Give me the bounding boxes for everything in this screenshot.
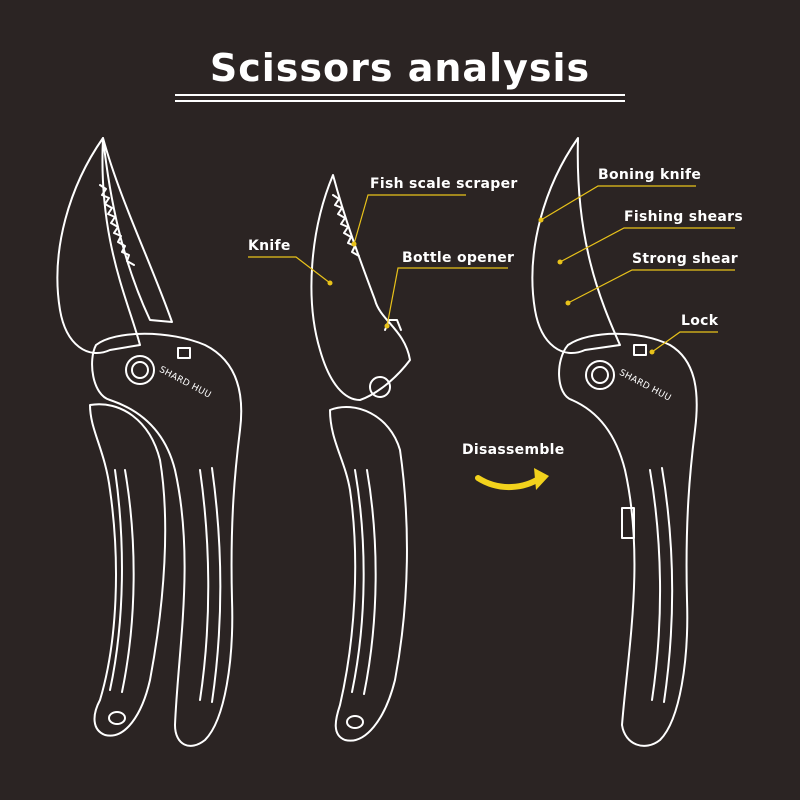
dot-boning-knife xyxy=(538,217,544,223)
page-title: Scissors analysis xyxy=(209,46,591,90)
middle-blade xyxy=(310,174,411,401)
label-fish-scale-scraper: Fish scale scraper xyxy=(370,176,518,192)
callout-knife xyxy=(248,256,331,284)
right-handle-groove-2 xyxy=(661,467,674,703)
callout-lock xyxy=(651,331,718,353)
left-pivot-screw-outer xyxy=(125,355,155,385)
label-fishing-shears: Fishing shears xyxy=(624,209,744,225)
callout-fish-scale-scraper xyxy=(353,194,466,245)
label-bottle-opener: Bottle opener xyxy=(402,250,515,266)
right-lock-tab xyxy=(633,344,647,356)
callout-bottle-opener xyxy=(386,267,508,327)
left-handle-groove-3 xyxy=(199,469,210,701)
middle-handle-groove-1 xyxy=(351,469,365,693)
left-handle-hole xyxy=(108,711,126,725)
label-strong-shear: Strong shear xyxy=(632,251,738,267)
dot-fish-scale-scraper xyxy=(351,241,357,247)
dot-lock xyxy=(649,349,655,355)
right-pivot-body xyxy=(558,332,698,747)
left-pivot-body xyxy=(91,332,243,747)
callout-fishing-shears xyxy=(559,227,735,263)
left-blade-inner xyxy=(102,137,173,323)
right-pivot-screw-outer xyxy=(585,360,615,390)
middle-handle-groove-2 xyxy=(363,469,377,695)
left-handle-back xyxy=(89,403,167,737)
left-handle-groove-4 xyxy=(211,467,222,703)
title-rule-bottom xyxy=(175,100,625,102)
callout-boning-knife xyxy=(540,185,696,221)
left-handle-groove-2 xyxy=(121,469,135,693)
middle-handle-hole xyxy=(346,715,364,729)
label-knife: Knife xyxy=(248,238,291,254)
right-handle-groove-1 xyxy=(649,469,662,701)
left-handle-groove-1 xyxy=(109,469,123,691)
right-side-tab xyxy=(621,507,635,539)
left-pivot-screw-inner xyxy=(131,361,149,379)
assembled-scissors xyxy=(56,137,243,747)
left-serration xyxy=(99,184,135,266)
right-pivot-screw-inner xyxy=(591,366,609,384)
left-blade-outer xyxy=(56,137,141,355)
dot-fishing-shears xyxy=(557,259,563,265)
middle-serration xyxy=(332,194,360,257)
left-lock-tab xyxy=(177,347,191,359)
callout-dots xyxy=(327,217,655,355)
label-boning-knife: Boning knife xyxy=(598,167,702,183)
right-blade xyxy=(531,137,621,355)
dot-strong-shear xyxy=(565,300,571,306)
middle-handle xyxy=(329,405,408,742)
disassemble-arrow-icon xyxy=(475,468,549,491)
middle-pivot-hole xyxy=(369,376,391,398)
dot-bottle-opener xyxy=(384,323,390,329)
label-lock: Lock xyxy=(681,313,719,329)
label-disassemble: Disassemble xyxy=(462,442,565,458)
callout-lines xyxy=(248,185,735,353)
title-rule-top xyxy=(175,94,625,96)
single-half xyxy=(310,174,411,742)
opposite-half xyxy=(531,137,698,747)
dot-knife xyxy=(327,280,333,286)
callout-strong-shear xyxy=(567,269,735,304)
